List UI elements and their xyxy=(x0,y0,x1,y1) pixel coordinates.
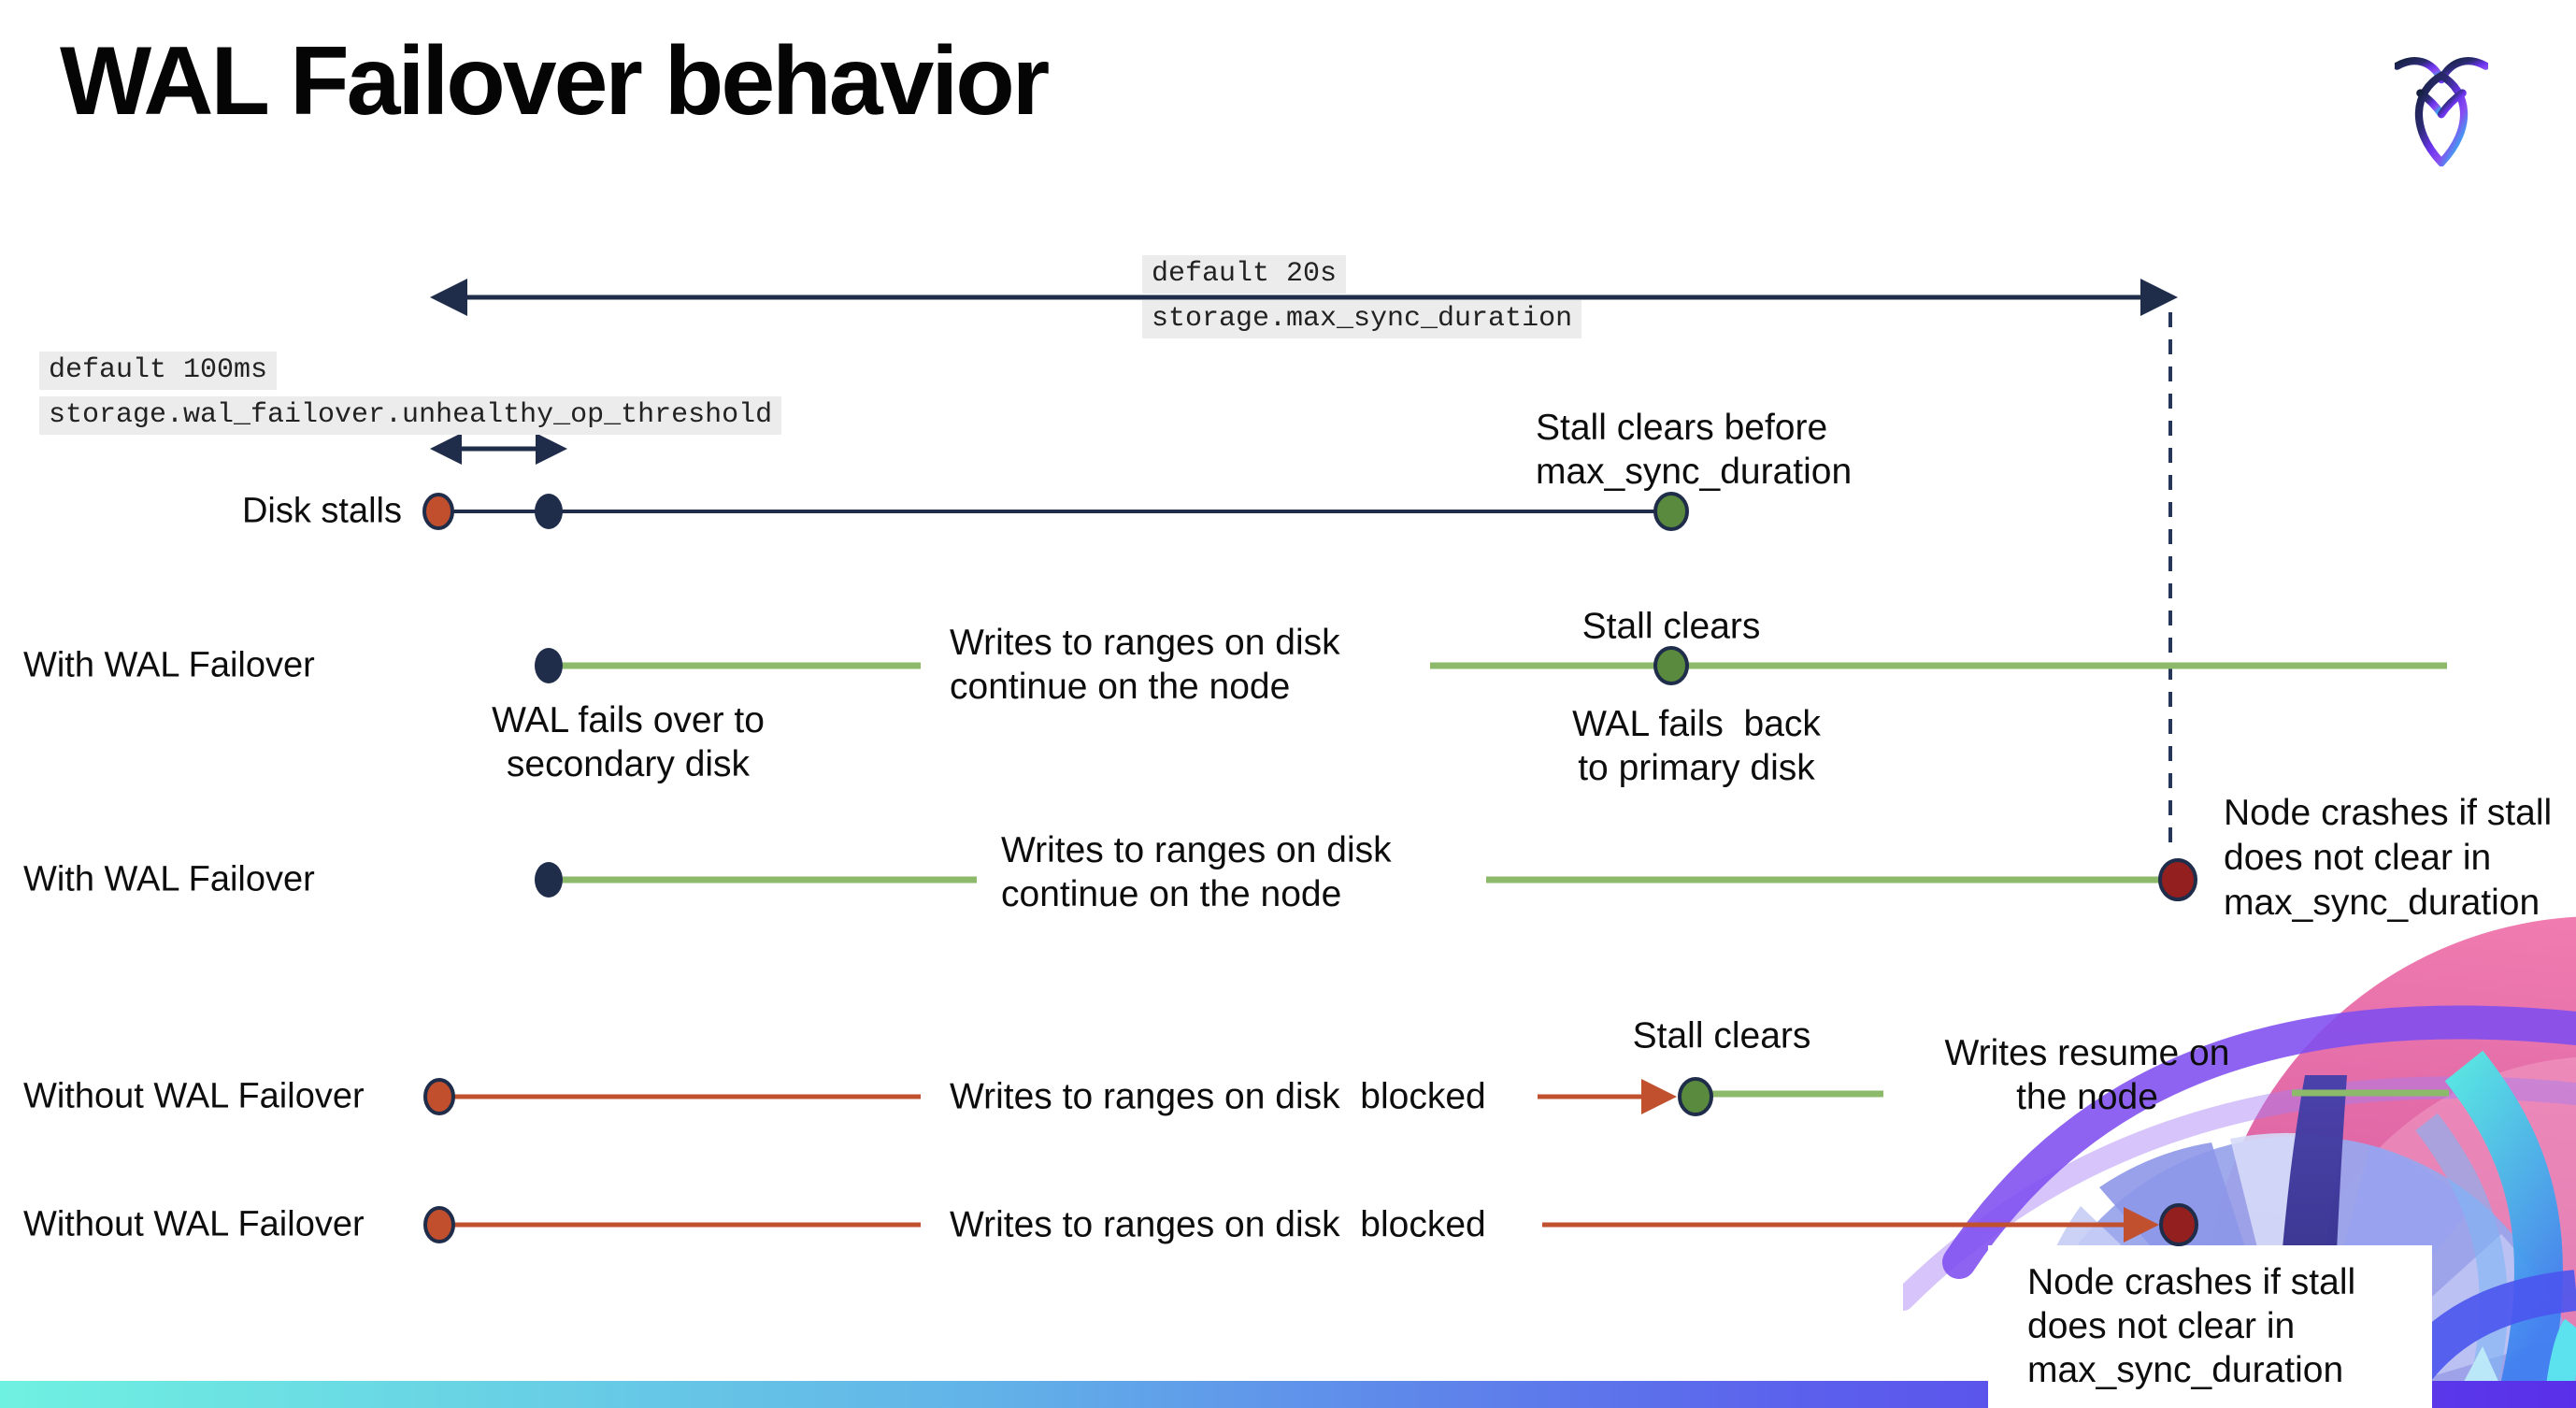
unhealthy-op-threshold-arrow xyxy=(430,433,567,465)
stall-clears-dot xyxy=(1678,1077,1713,1116)
purple-arc-shape xyxy=(1942,1005,2576,1279)
row-disk-stalls-timeline xyxy=(422,492,1689,531)
config-setting-name: storage.max_sync_duration xyxy=(1142,300,1582,338)
max-sync-duration-config-label: default 20s storage.max_sync_duration xyxy=(1142,255,1582,338)
stall-clears-before-label: Stall clears before max_sync_duration xyxy=(1536,408,1853,492)
failover-dot xyxy=(535,648,563,683)
arrowhead-left-icon xyxy=(430,433,462,465)
row-with-failover-clears-timeline xyxy=(535,646,2447,685)
stall-clears-label: Stall clears xyxy=(1632,1015,1811,1056)
threshold-dot xyxy=(535,494,563,529)
stall-clears-label: Stall clears xyxy=(1581,606,1761,647)
config-default-value: default 20s xyxy=(1142,255,1347,294)
wal-fails-back-label: WAL fails back to primary disk xyxy=(1572,704,1821,788)
stall-start-dot xyxy=(423,1078,455,1115)
node-crash-callout-box: Node crashes if stall does not clear in … xyxy=(1988,1245,2432,1408)
stall-start-dot xyxy=(423,1206,455,1243)
stall-clears-dot xyxy=(1653,492,1689,531)
row-label-without-wal-failover: Without WAL Failover xyxy=(23,1076,365,1116)
config-setting-name: storage.wal_failover.unhealthy_op_thresh… xyxy=(39,396,782,435)
stall-start-dot xyxy=(422,493,454,530)
row-label-disk-stalls: Disk stalls xyxy=(241,491,402,531)
arrowhead-right-icon xyxy=(2140,279,2178,316)
wal-fails-over-label: WAL fails over to secondary disk xyxy=(492,700,765,784)
page-title: WAL Failover behavior xyxy=(60,27,1050,136)
unhealthy-op-threshold-config-label: default 100ms storage.wal_failover.unhea… xyxy=(39,352,782,435)
writes-continue-label: Writes to ranges on disk continue on the… xyxy=(950,623,1340,707)
arrowhead-right-icon xyxy=(536,433,567,465)
row-label-with-wal-failover: With WAL Failover xyxy=(23,645,315,685)
node-crashes-label: Node crashes if stall does not clear in … xyxy=(2027,1262,2356,1390)
writes-blocked-label: Writes to ranges on disk blocked xyxy=(950,1204,1486,1245)
node-crashes-label: Node crashes if stall does not clear in … xyxy=(2224,793,2553,923)
stall-clears-dot xyxy=(1653,646,1689,685)
cockroachdb-logo-icon xyxy=(2395,57,2488,166)
teal-band-shape xyxy=(2444,1050,2563,1408)
writes-resume-label: Writes resume on the node xyxy=(1944,1033,2230,1117)
row-label-without-wal-failover: Without WAL Failover xyxy=(23,1204,365,1244)
red-arrowhead-icon xyxy=(1641,1079,1677,1114)
writes-continue-label: Writes to ranges on disk continue on the… xyxy=(1001,830,1392,914)
row-label-with-wal-failover: With WAL Failover xyxy=(23,859,315,899)
config-default-value: default 100ms xyxy=(39,352,278,390)
arrowhead-left-icon xyxy=(430,279,467,316)
failover-dot xyxy=(535,862,563,898)
node-crash-dot xyxy=(2158,858,2197,901)
writes-blocked-label: Writes to ranges on disk blocked xyxy=(950,1076,1486,1117)
